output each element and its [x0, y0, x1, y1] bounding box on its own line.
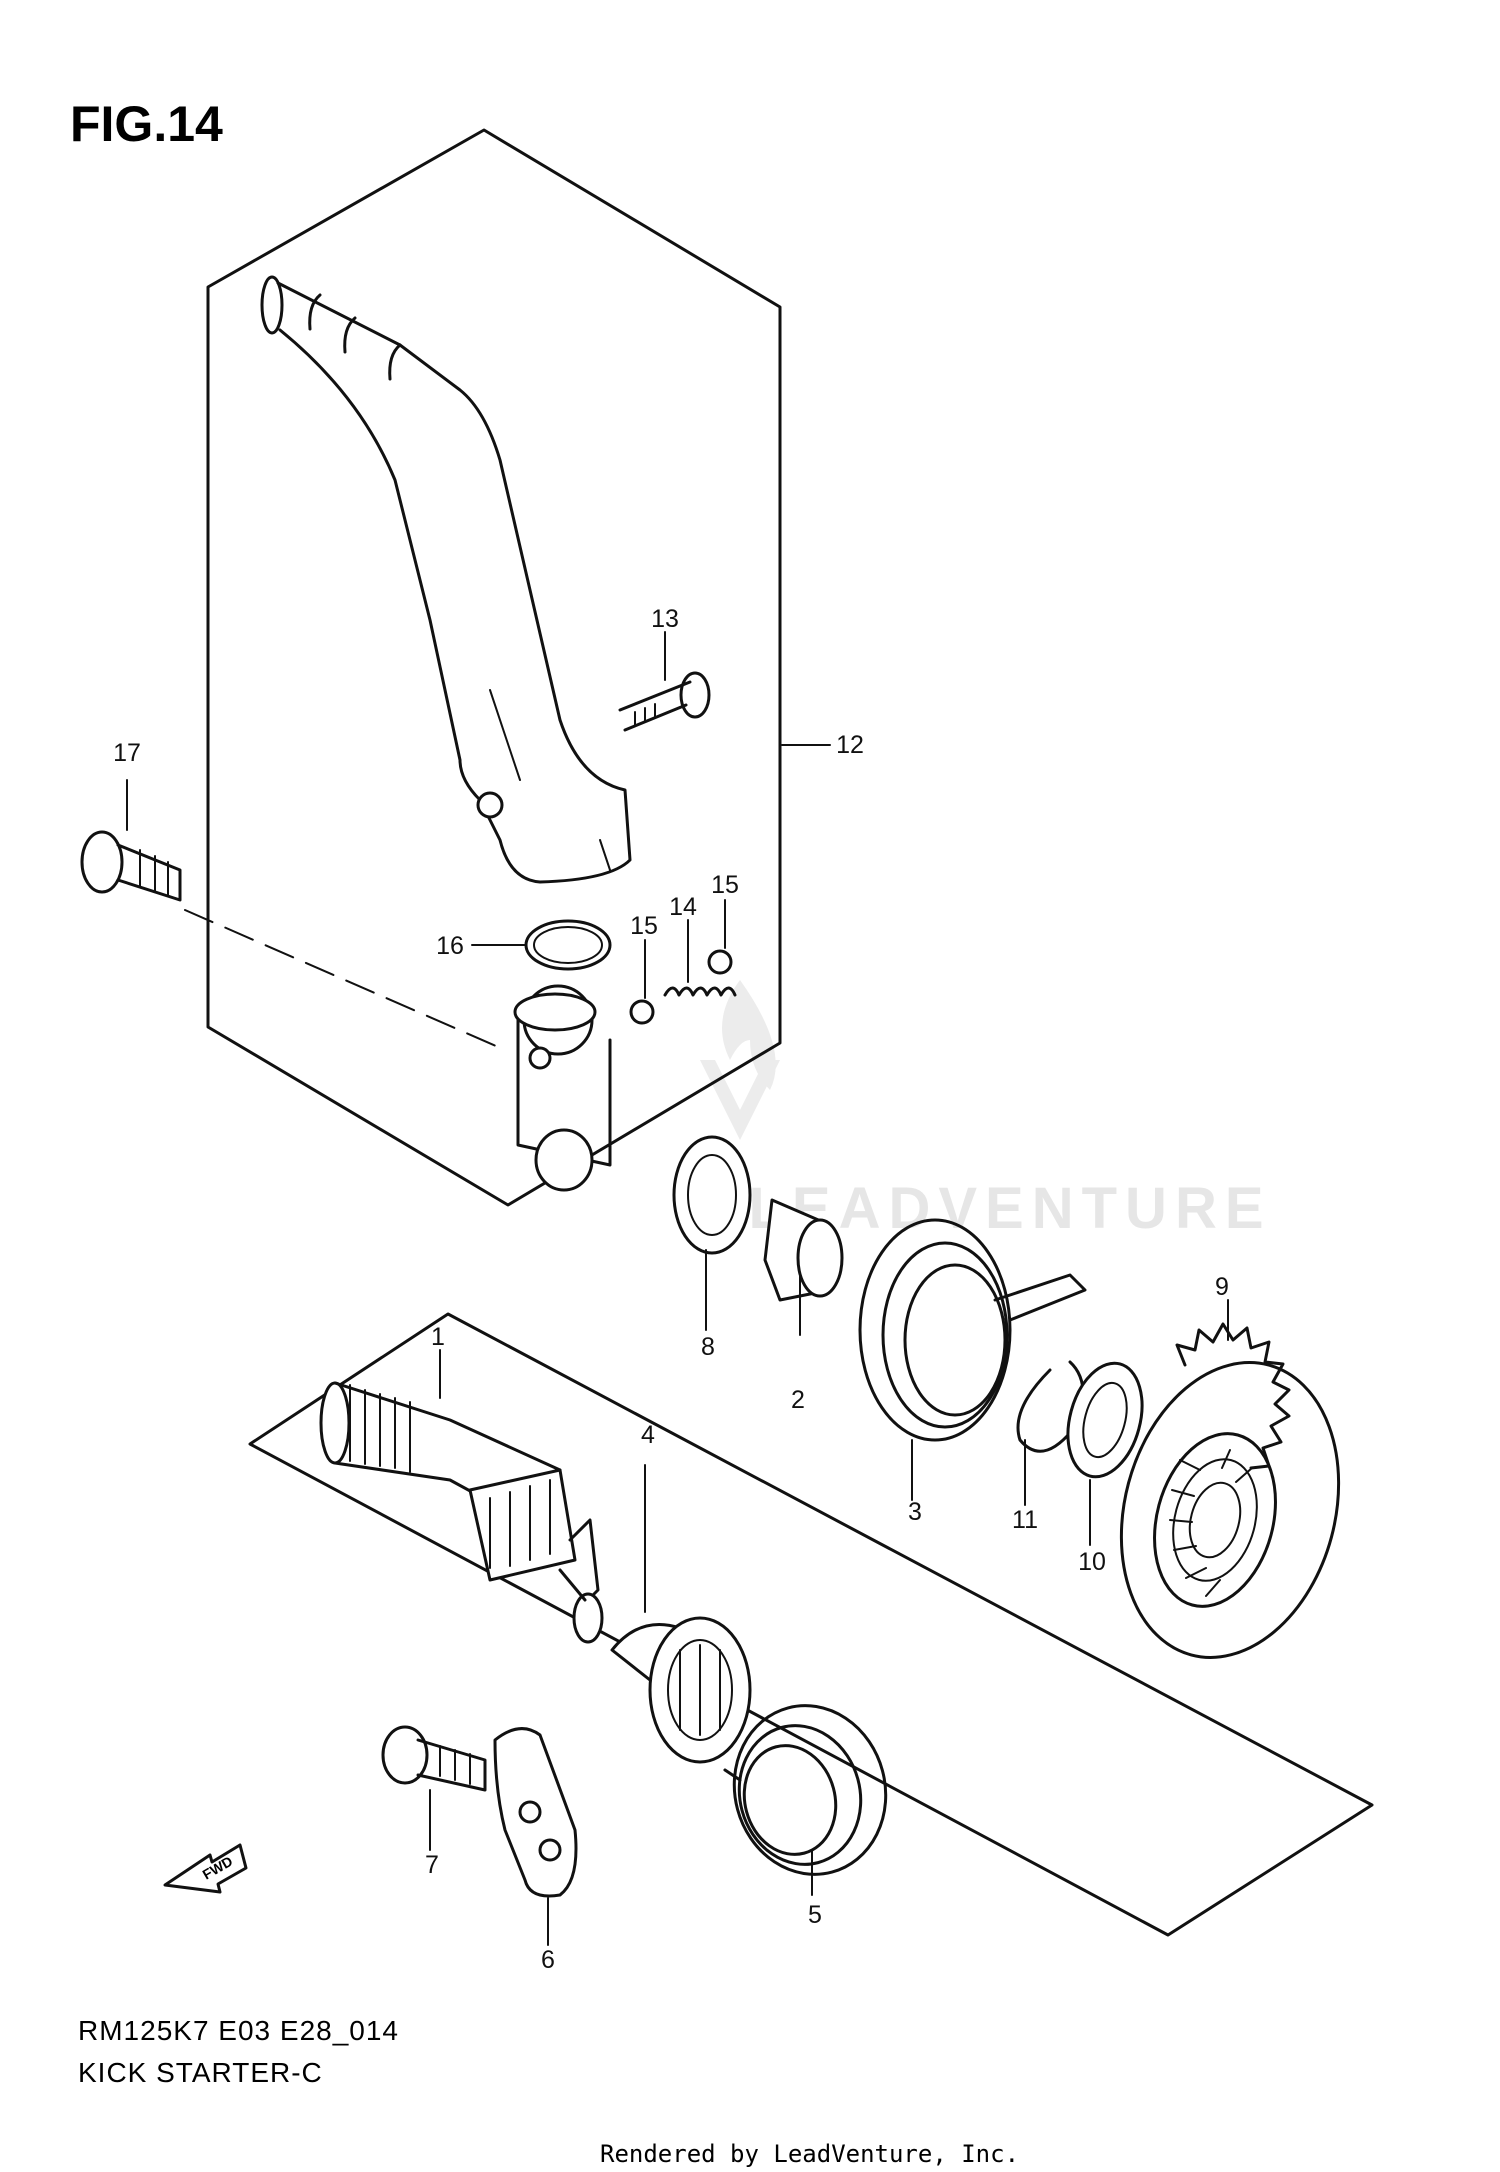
callout-15-upper: 15	[711, 871, 739, 899]
guide-2	[763, 1198, 844, 1302]
ball-15-upper	[707, 949, 733, 975]
kick-lever-arm	[260, 275, 632, 884]
washer-10	[1066, 1361, 1144, 1479]
callout-11: 11	[1012, 1506, 1038, 1534]
callout-17: 17	[113, 739, 141, 767]
bolt-17	[80, 830, 182, 902]
shaft-assembly-box	[248, 1312, 1374, 1937]
render-credit: Rendered by LeadVenture, Inc.	[600, 2140, 1020, 2168]
return-spring-3	[858, 1218, 1087, 1442]
callout-10: 10	[1078, 1548, 1106, 1576]
callout-16: 16	[436, 932, 464, 960]
kick-shaft-1	[319, 1381, 604, 1644]
spring-5	[723, 1704, 888, 1876]
callout-5: 5	[808, 1901, 822, 1929]
callout-2: 2	[791, 1386, 805, 1414]
callout-15-lower: 15	[630, 912, 658, 940]
bolt-7	[381, 1725, 487, 1792]
o-ring-16	[524, 919, 612, 971]
model-code: RM125K7 E03 E28_014	[78, 2015, 399, 2046]
callout-6: 6	[541, 1946, 555, 1974]
watermark-logo: LEADVENTURE	[700, 980, 1264, 1241]
kick-gear-9	[1119, 1322, 1341, 1659]
lever-assembly-box	[206, 128, 782, 1207]
callout-8: 8	[701, 1333, 715, 1361]
ball-15-lower	[629, 999, 655, 1025]
callout-3: 3	[908, 1498, 922, 1526]
spring-14	[663, 986, 737, 997]
callout-1: 1	[431, 1323, 445, 1351]
callout-14: 14	[669, 893, 697, 921]
lever-boss	[513, 984, 612, 1192]
arrow-left-icon	[163, 1843, 248, 1894]
bolt-17-axis-line	[184, 909, 506, 1051]
callout-9: 9	[1215, 1273, 1229, 1301]
bolt-13	[618, 671, 711, 732]
callout-12: 12	[836, 731, 864, 759]
callout-labels: 1 2 3 4 5 6 7 8 9 10 11 12 13 14 15 15 1…	[113, 605, 1229, 1974]
leader-lines	[126, 631, 1229, 1946]
fwd-direction-marker: FWD	[163, 1843, 248, 1894]
callout-7: 7	[425, 1851, 439, 1879]
oil-seal-8	[672, 1135, 752, 1255]
callout-13: 13	[651, 605, 679, 633]
figure-title: FIG.14	[70, 96, 223, 152]
section-name: KICK STARTER-C	[78, 2057, 323, 2088]
stopper-plate-6	[493, 1727, 578, 1898]
callout-4: 4	[641, 1421, 655, 1449]
ratchet-4	[610, 1616, 752, 1764]
